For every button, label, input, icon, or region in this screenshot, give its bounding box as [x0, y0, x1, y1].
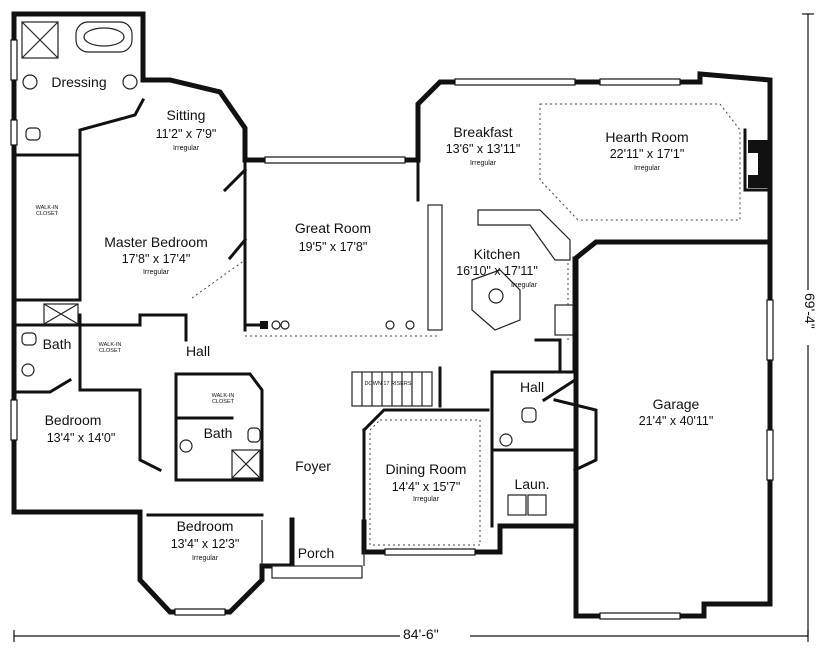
garage-size: 21'4" x 40'11" [638, 414, 714, 428]
bedroom-bottom-size: 13'4" x 12'3" [170, 537, 240, 551]
sitting-note: Irregular [172, 145, 200, 152]
stairs [351, 371, 433, 407]
kitchen-fixtures [427, 204, 574, 336]
walk-in-closet-label-2: WALK-IN CLOSET [98, 342, 122, 354]
bedroom-bottom-note: Irregular [191, 555, 219, 562]
depth-dimension: 69'-4" [802, 293, 818, 329]
laundry-label: Laun. [514, 476, 550, 492]
hall-left-label: Hall [185, 343, 211, 359]
breakfast-size: 13'6" x 13'11" [445, 142, 521, 156]
sitting-label: Sitting [166, 107, 206, 123]
great-room-size: 19'5" x 17'8" [298, 240, 368, 254]
garage-label: Garage [652, 396, 700, 412]
dining-room-size: 14'4" x 15'7" [391, 480, 461, 494]
master-bedroom-label: Master Bedroom [104, 234, 208, 250]
walk-in-closet-label-1: WALK-IN CLOSET [35, 205, 59, 217]
master-bedroom-note: Irregular [142, 269, 170, 276]
hearth-room-note: Irregular [633, 165, 661, 172]
dining-room-label: Dining Room [385, 461, 467, 477]
stairs-label: DOWN 17 RISERS [364, 381, 412, 387]
walk-in-closet-label-3: WALK-IN CLOSET [211, 393, 235, 405]
bath-fixtures [21, 21, 547, 516]
kitchen-size: 16'10" x 17'11" [456, 264, 538, 278]
hearth-room-size: 22'11" x 17'1" [609, 147, 685, 161]
hall-right-label: Hall [519, 379, 545, 395]
columns [260, 320, 415, 330]
great-room-label: Great Room [294, 220, 372, 236]
kitchen-label: Kitchen [473, 246, 521, 262]
windows [10, 39, 774, 620]
dotted-ceiling-lines [191, 103, 741, 546]
porch-label: Porch [297, 545, 335, 561]
foyer-label: Foyer [295, 458, 331, 474]
bedroom-left-label: Bedroom [44, 412, 102, 428]
width-dimension: 84'-6" [403, 626, 439, 642]
hearth-room-label: Hearth Room [605, 129, 689, 145]
dressing-label: Dressing [51, 74, 107, 90]
breakfast-label: Breakfast [453, 124, 513, 140]
bath-center-label: Bath [203, 425, 233, 441]
breakfast-note: Irregular [469, 160, 497, 167]
interior-walls [12, 97, 772, 554]
bedroom-left-size: 13'4" x 14'0" [46, 431, 116, 445]
dimension-lines [13, 13, 814, 642]
master-bedroom-size: 17'8" x 17'4" [121, 252, 191, 266]
sitting-size: 11'2" x 7'9" [155, 127, 217, 141]
dining-room-note: Irregular [412, 496, 440, 503]
porch-steps [261, 520, 365, 579]
bedroom-bottom-label: Bedroom [176, 518, 234, 534]
fireplace [748, 140, 770, 188]
bath-left-label: Bath [42, 336, 72, 352]
kitchen-note: Irregular [510, 282, 538, 289]
